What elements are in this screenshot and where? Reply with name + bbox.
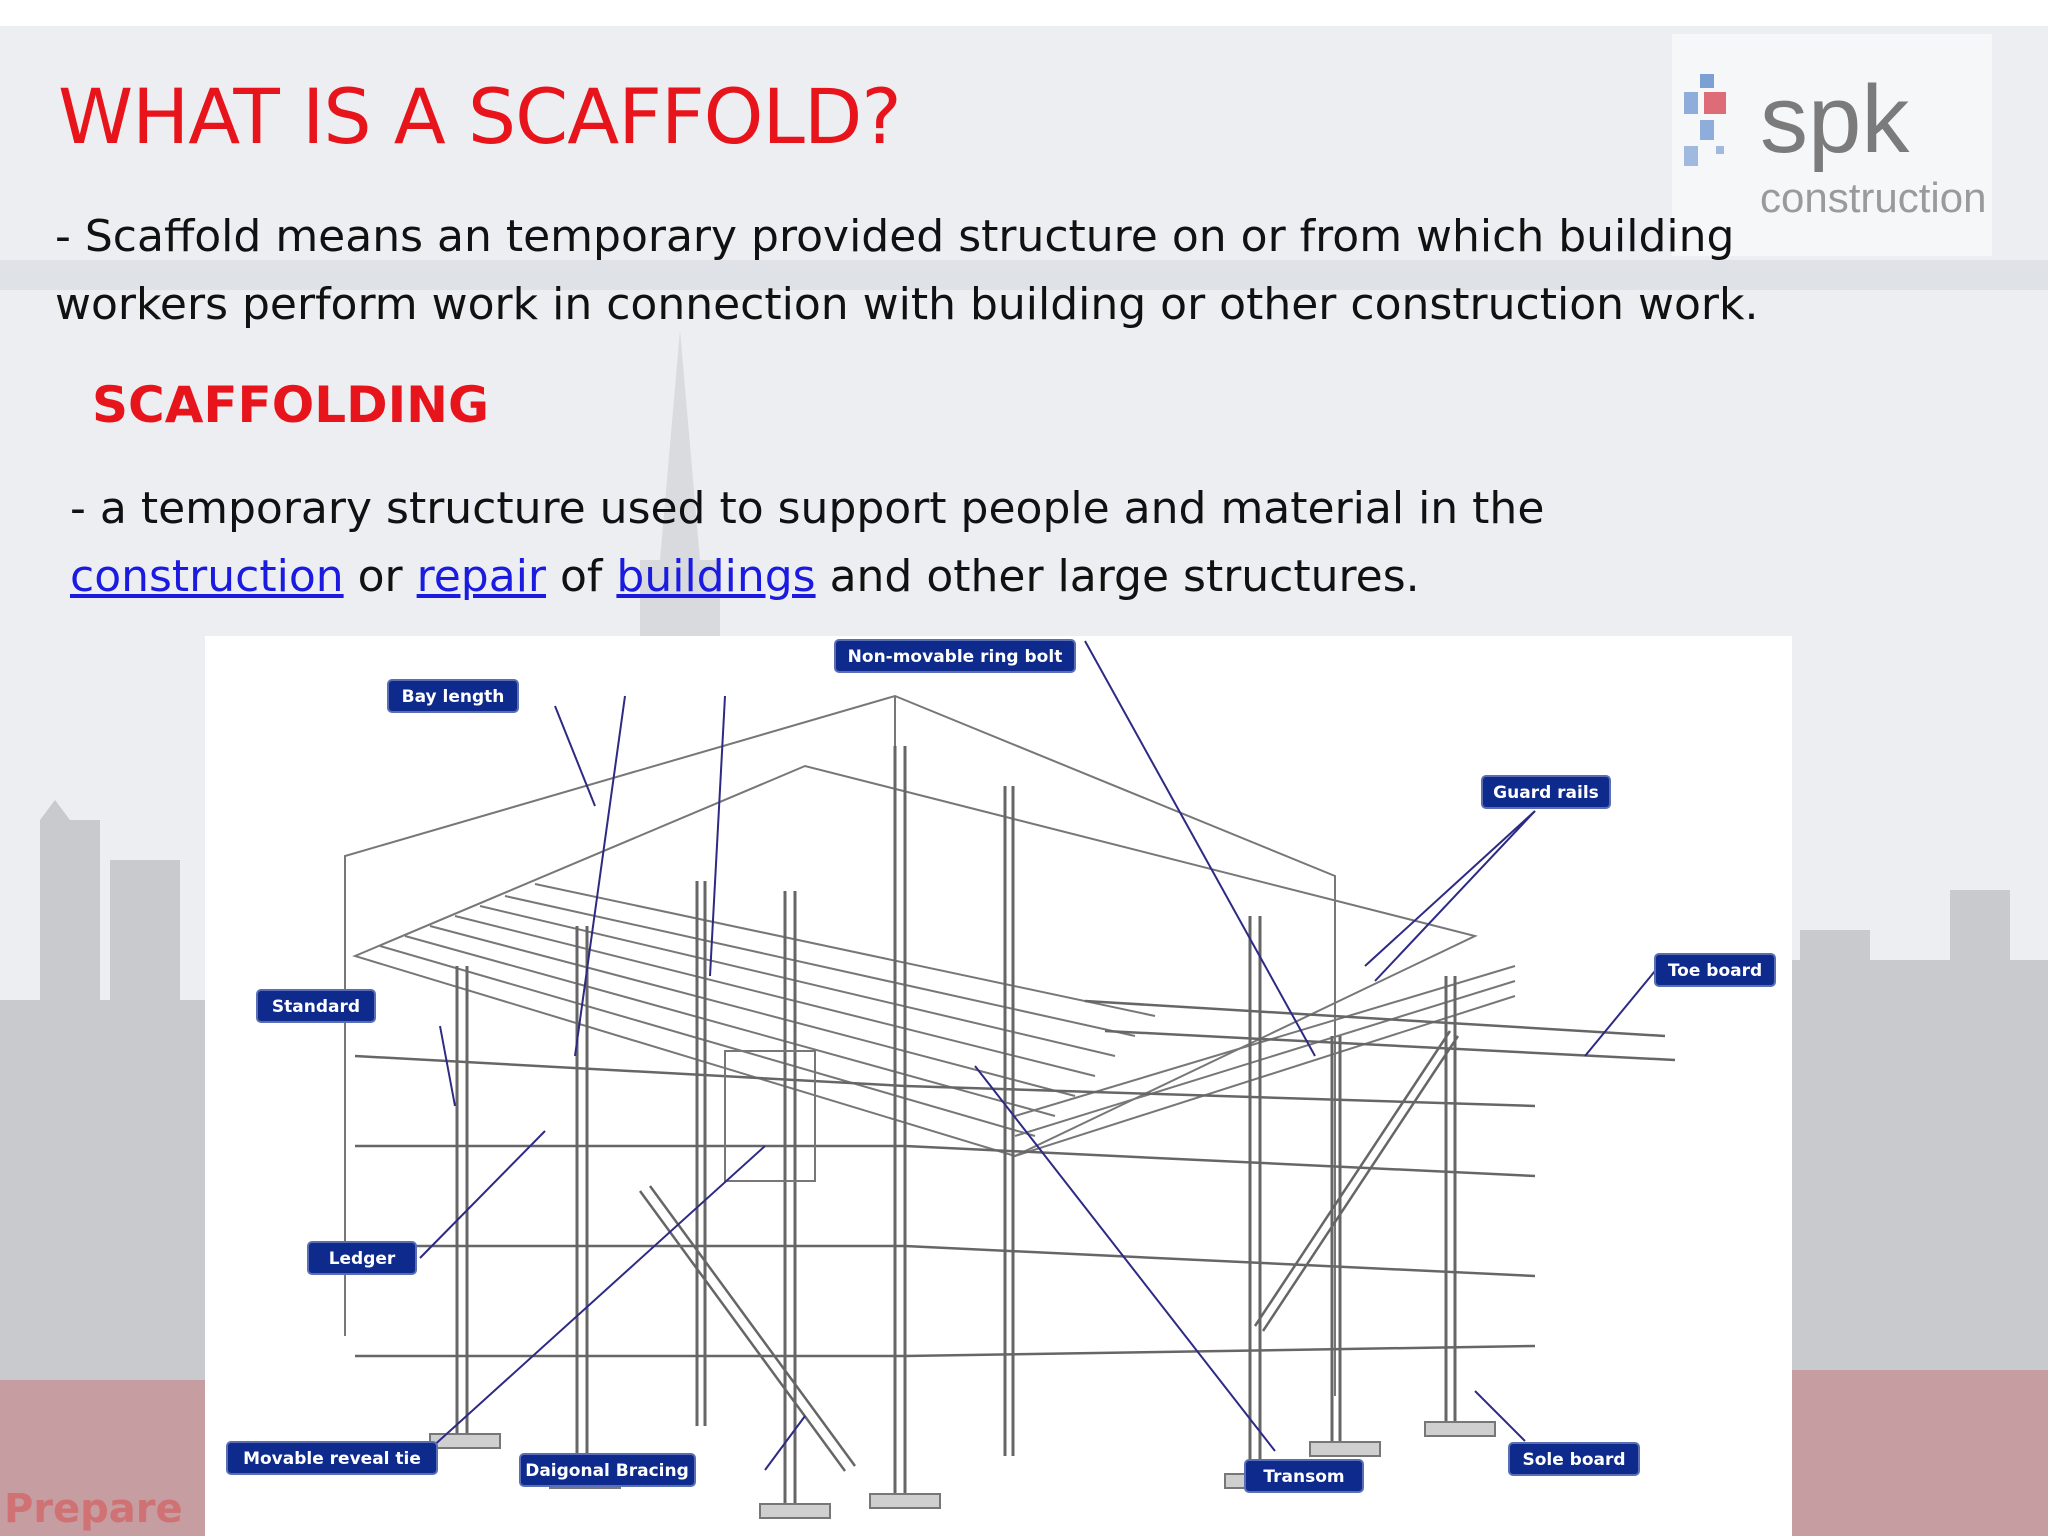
svg-text:Sole board: Sole board [1522, 1450, 1625, 1470]
scaffolding-definition: - a temporary structure used to support … [70, 475, 1544, 611]
spk-construction-logo: spk construction [1672, 34, 1992, 256]
svg-text:Toe board: Toe board [1668, 961, 1762, 981]
connector-of: of [546, 551, 617, 602]
svg-text:Transom: Transom [1263, 1467, 1344, 1487]
label-diagonal-bracing: Daigonal Bracing [519, 1453, 696, 1487]
wall-outline [344, 694, 1336, 1396]
label-bay-length: Bay length [387, 679, 519, 713]
label-non-movable-ring-bolt: Non-movable ring bolt [834, 639, 1076, 673]
svg-text:Standard: Standard [272, 997, 360, 1017]
label-ledger: Ledger [307, 1241, 417, 1275]
svg-text:Ledger: Ledger [329, 1249, 396, 1269]
link-construction[interactable]: construction [70, 551, 344, 602]
connector-tail: and other large structures. [815, 551, 1420, 602]
scaffolding-line-1: - a temporary structure used to support … [70, 483, 1545, 534]
top-strip [0, 0, 2048, 26]
callout-arrows [419, 640, 1656, 1471]
svg-text:Daigonal Bracing: Daigonal Bracing [525, 1461, 689, 1481]
label-sole-board: Sole board [1508, 1442, 1640, 1476]
svg-text:Non-movable ring bolt: Non-movable ring bolt [848, 647, 1063, 667]
scaffold-standards [455, 746, 1457, 1506]
definition-line-2: workers perform work in connection with … [55, 279, 1759, 330]
label-movable-reveal-tie: Movable reveal tie [226, 1441, 438, 1475]
svg-text:Guard rails: Guard rails [1493, 783, 1599, 803]
slide-title: WHAT IS A SCAFFOLD? [58, 72, 902, 161]
scaffold-ledgers [354, 999, 1676, 1358]
scaffolding-heading: SCAFFOLDING [92, 376, 490, 434]
svg-text:spk: spk [1760, 66, 1910, 173]
footer-watermark-text: Prepare [4, 1486, 183, 1532]
scaffold-definition: - Scaffold means an temporary provided s… [55, 203, 1758, 339]
svg-text:Movable reveal tie: Movable reveal tie [243, 1449, 421, 1469]
scaffold-diagram: Non-movable ring bolt Bay length Guard r… [205, 636, 1792, 1536]
diagonal-braces [638, 1030, 1460, 1472]
svg-text:Bay length: Bay length [402, 687, 505, 707]
reveal-tie-plate [724, 1050, 816, 1182]
logo-mark-icon [1684, 74, 1726, 166]
label-transom: Transom [1244, 1459, 1364, 1493]
svg-text:construction: construction [1760, 174, 1986, 221]
label-standard: Standard [256, 989, 376, 1023]
label-toe-board: Toe board [1654, 953, 1776, 987]
link-buildings[interactable]: buildings [616, 551, 816, 602]
connector-or: or [343, 551, 417, 602]
definition-line-1: - Scaffold means an temporary provided s… [55, 211, 1735, 262]
link-repair[interactable]: repair [416, 551, 547, 602]
label-guard-rails: Guard rails [1481, 775, 1611, 809]
